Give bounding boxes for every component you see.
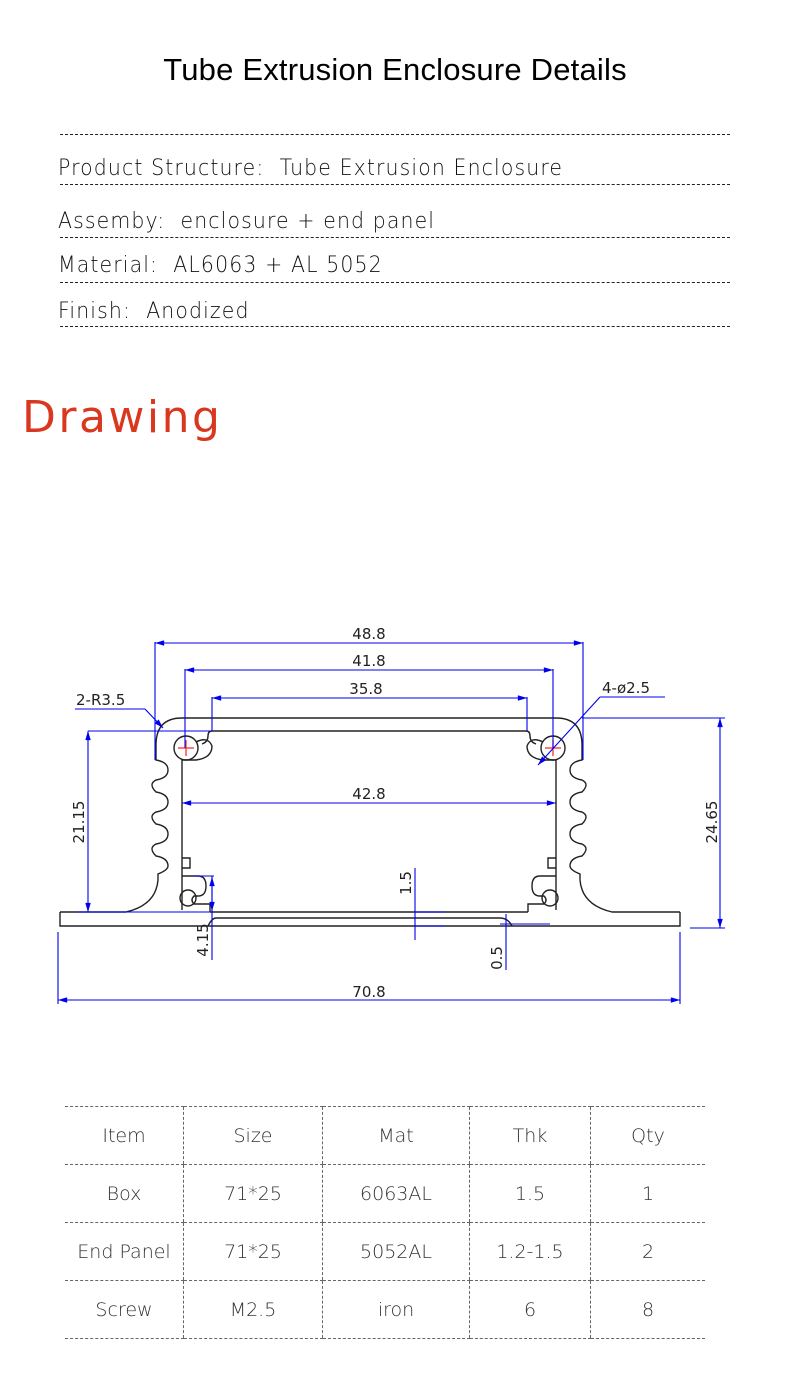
dim-total-height: 24.65 <box>703 801 721 844</box>
right-slot <box>527 857 556 912</box>
spec-value: enclosure + end panel <box>180 209 436 234</box>
table-cell: M2.5 <box>183 1280 323 1339</box>
column-header: Qty <box>590 1106 705 1165</box>
table-cell: iron <box>322 1280 470 1339</box>
spec-label: Assemby <box>58 209 158 234</box>
table-cell: 71*25 <box>183 1222 323 1281</box>
parts-table: Item Size Mat Thk Qty Box 71*25 6063AL 1… <box>65 1106 705 1339</box>
drawing-heading: Drawing <box>22 392 223 443</box>
spec-separator: : <box>150 253 174 278</box>
table-cell: 1.5 <box>469 1164 591 1223</box>
column-header: Size <box>183 1106 323 1165</box>
spec-separator: : <box>122 299 147 324</box>
table-row: End Panel 71*25 5052AL 1.2-1.5 2 <box>65 1222 705 1281</box>
dim-inner-top-width: 35.8 <box>349 680 382 698</box>
divider <box>60 326 730 327</box>
dim-outer-width: 48.8 <box>352 625 385 643</box>
table-cell: 1.2-1.5 <box>469 1222 591 1281</box>
column-header: Mat <box>322 1106 470 1165</box>
table-row: Screw M2.5 iron 6 8 <box>65 1280 705 1339</box>
left-slot <box>182 857 211 912</box>
table-cell: Box <box>65 1164 184 1223</box>
spec-label: Material <box>58 253 151 278</box>
spec-separator: : <box>256 156 280 181</box>
page-title: Tube Extrusion Enclosure Details <box>163 52 627 87</box>
bottom-plate <box>59 912 681 927</box>
dim-step: 0.5 <box>488 946 506 970</box>
dim-inner-height: 21.15 <box>70 801 88 844</box>
table-row: Box 71*25 6063AL 1.5 1 <box>65 1164 705 1223</box>
spec-value: Anodized <box>146 299 250 324</box>
right-fins <box>569 745 680 913</box>
table-cell: 5052AL <box>322 1222 470 1281</box>
hole-center-marks <box>178 740 561 756</box>
dim-corner-radius: 2-R3.5 <box>76 691 125 709</box>
spec-separator: : <box>157 209 181 234</box>
enclosure-profile <box>59 717 681 927</box>
spec-value: Tube Extrusion Enclosure <box>279 156 564 181</box>
spec-value: AL6063 + AL 5052 <box>173 253 383 278</box>
technical-drawing: 48.8 41.8 35.8 42.8 70.8 2-R3.5 4-ø2.5 2… <box>57 625 725 1004</box>
table-cell: 71*25 <box>183 1164 323 1223</box>
divider <box>60 237 730 238</box>
spec-label: Product Structure <box>58 156 257 181</box>
table-cell: End Panel <box>65 1222 184 1281</box>
dim-inner-width: 42.8 <box>352 785 385 803</box>
profile-top-inner <box>212 730 537 745</box>
column-header: Item <box>65 1106 184 1165</box>
table-cell: 1 <box>590 1164 705 1223</box>
column-header: Thk <box>469 1106 591 1165</box>
dim-flange-width: 70.8 <box>352 983 385 1001</box>
divider <box>60 134 730 135</box>
left-fins <box>60 745 169 913</box>
table-cell: Screw <box>65 1280 184 1339</box>
divider <box>60 282 730 283</box>
dimension-lines <box>57 640 725 1004</box>
spec-label: Finish <box>58 299 123 324</box>
table-cell: 6 <box>469 1280 591 1339</box>
table-cell: 6063AL <box>322 1164 470 1223</box>
dim-holes: 4-ø2.5 <box>602 679 650 697</box>
dim-slot-height: 4.15 <box>194 923 212 956</box>
table-header-row: Item Size Mat Thk Qty <box>65 1106 705 1165</box>
dim-hole-spacing: 41.8 <box>352 652 385 670</box>
dim-wall-thickness: 1.5 <box>397 871 415 895</box>
divider <box>60 184 730 185</box>
table-cell: 8 <box>590 1280 705 1339</box>
table-cell: 2 <box>590 1222 705 1281</box>
